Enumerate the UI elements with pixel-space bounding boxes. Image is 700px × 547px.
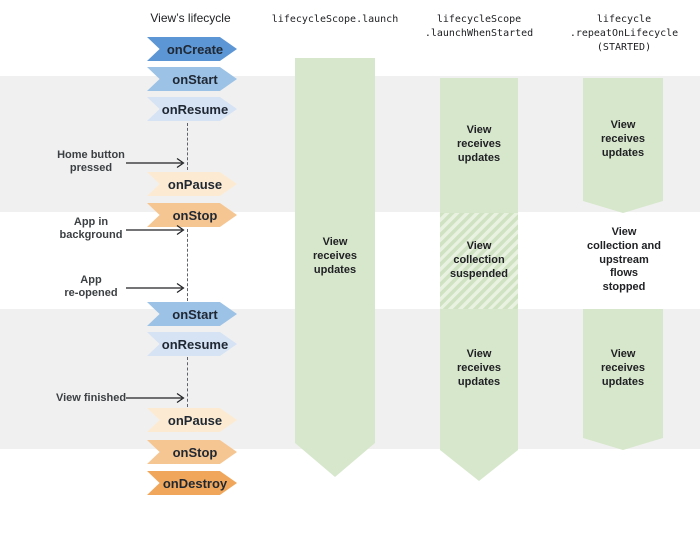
launchwhenstarted-segment-2-label: View collection suspended [449, 240, 509, 280]
repeatonlifecycle-segment-1-label: View receives updates [600, 119, 646, 159]
launchwhenstarted-segment-3-label: View receives updates [456, 348, 502, 388]
lifecycle-event-onstart-2: onStart [147, 302, 237, 326]
lifecycle-event-onresume-2: onResume [147, 332, 237, 356]
column-header-repeatonlifecycle: lifecycle .repeatOnLifecycle (STARTED) [569, 14, 679, 53]
column-header-launch: lifecycleScope.launch [271, 14, 399, 25]
launchwhenstarted-segment-1-label: View receives updates [456, 124, 502, 164]
lifecycle-event-onpause-1: onPause [147, 172, 237, 196]
lifecycle-event-onstart-1: onStart [147, 67, 237, 91]
views-lifecycle-title: View’s lifecycle [150, 11, 231, 25]
annotation-arrow-2 [126, 225, 185, 235]
flow-bar-launch-label: View receives updates [312, 236, 358, 276]
dashed-connector-1 [187, 123, 188, 170]
annotation-arrow-4 [126, 393, 185, 403]
lifecycle-event-onstop-2: onStop [147, 440, 237, 464]
flow-bar-launchwhenstarted: View receives updates View collection su… [440, 78, 518, 481]
repeatonlifecycle-stopped-label: View collection and upstream flows stopp… [587, 226, 661, 293]
suspended-hatch-pattern [440, 213, 518, 309]
flow-bar-repeatonlifecycle-bottom: View receives updates [583, 309, 663, 450]
repeatonlifecycle-segment-3-label: View receives updates [600, 348, 646, 388]
annotation-app-in-background: App in background [59, 216, 123, 242]
annotation-view-finished: View finished [55, 392, 127, 404]
lifecycle-event-ondestroy: onDestroy [147, 471, 237, 495]
dashed-connector-2 [187, 229, 188, 301]
lifecycle-event-onstop-1: onStop [147, 203, 237, 227]
column-header-launchwhenstarted: lifecycleScope .launchWhenStarted [424, 14, 534, 39]
lifecycle-event-oncreate: onCreate [147, 37, 237, 61]
dashed-connector-3 [187, 357, 188, 407]
lifecycle-event-onresume-1: onResume [147, 97, 237, 121]
annotation-app-reopened: App re-opened [64, 274, 118, 300]
flow-bar-launch: View receives updates [295, 58, 375, 477]
annotation-arrow-1 [126, 158, 185, 168]
flow-bar-repeatonlifecycle-top: View receives updates [583, 78, 663, 213]
annotation-arrow-3 [126, 283, 185, 293]
lifecycle-event-onpause-2: onPause [147, 408, 237, 432]
annotation-home-button-pressed: Home button pressed [57, 149, 125, 175]
